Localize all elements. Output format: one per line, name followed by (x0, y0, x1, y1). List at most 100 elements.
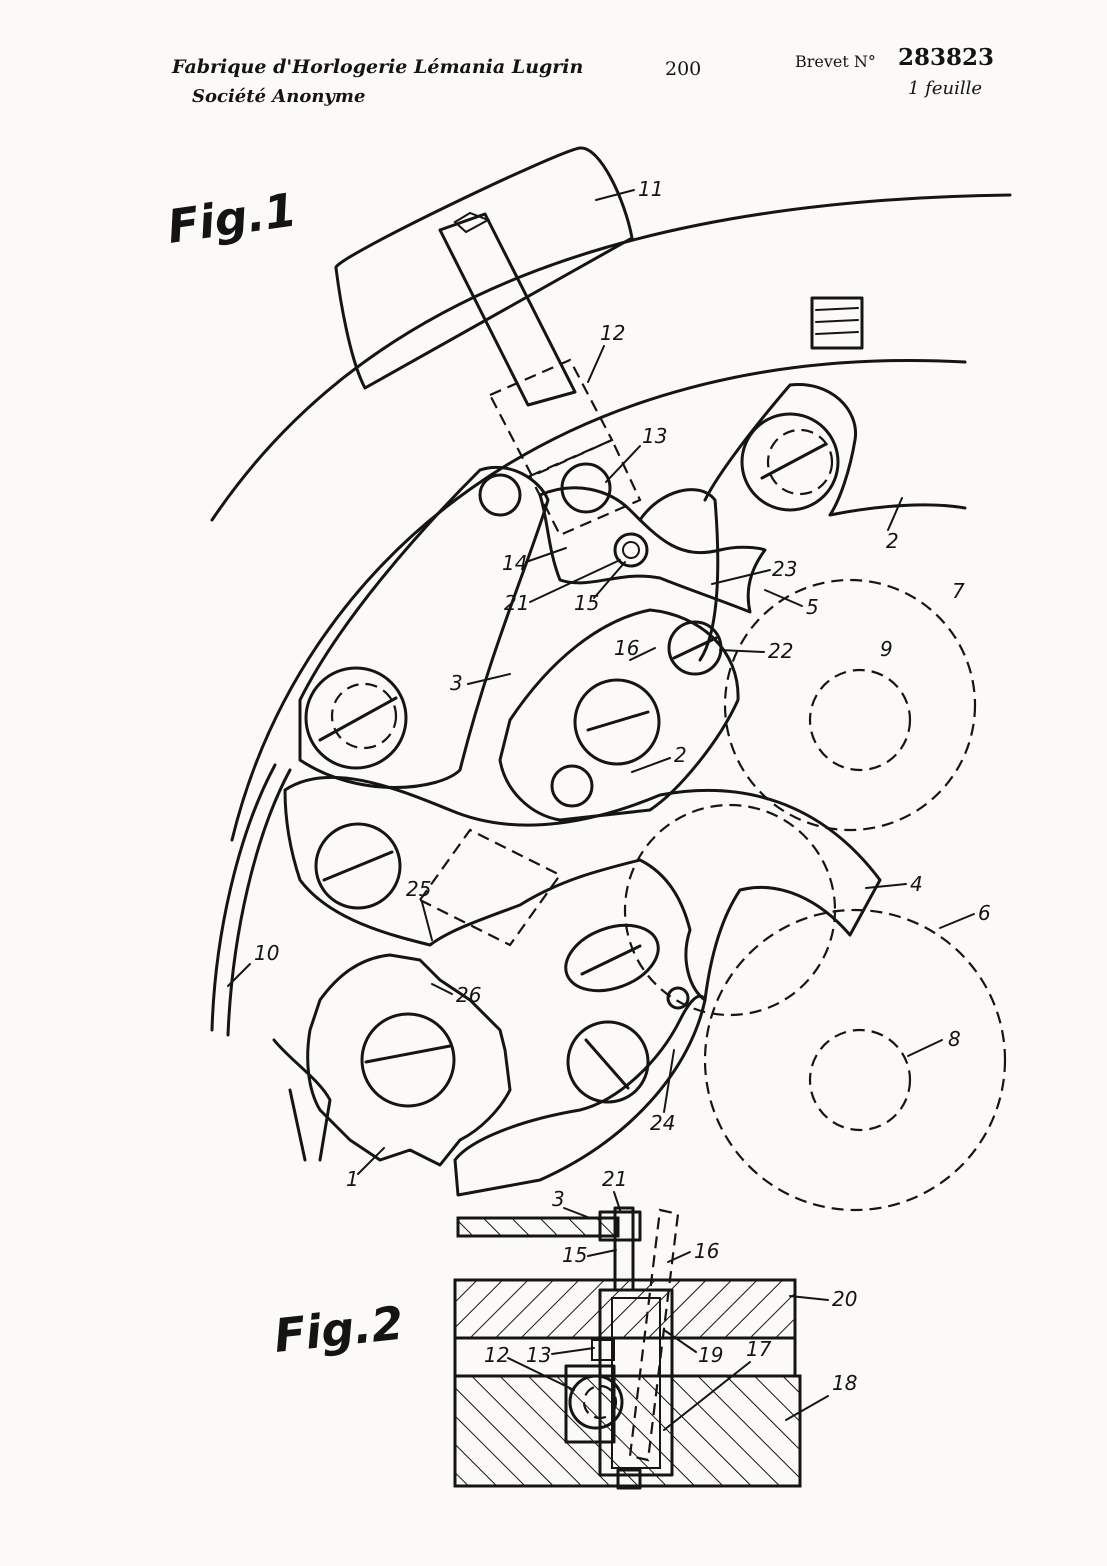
screw-24 (566, 1020, 650, 1104)
label-1: 1 (346, 1167, 359, 1191)
fig2-label-12: 12 (484, 1343, 509, 1367)
leader-23 (711, 569, 771, 585)
label-26: 26 (456, 983, 481, 1007)
spring-lower (272, 1038, 332, 1162)
sleeve-12-lower (528, 438, 642, 537)
leader-22 (719, 649, 765, 653)
screw-3 (304, 666, 408, 770)
case-band-10-inner (226, 768, 292, 1037)
case-inner-arc (230, 359, 967, 842)
company-subtitle: Société Anonyme (192, 86, 366, 107)
leader-15 (593, 561, 626, 599)
fig2-leader-16 (667, 1251, 691, 1263)
fig1-drawing: Fig.1 11 12 13 14 21 15 16 22 23 5 2 7 (164, 146, 1012, 1212)
leader-1 (357, 1147, 385, 1175)
screw-2 (573, 678, 661, 766)
oval-slot-line (580, 944, 642, 976)
label-24: 24 (650, 1111, 675, 1135)
label-4: 4 (910, 872, 923, 896)
fig2-label-21: 21 (602, 1167, 627, 1191)
company-name: Fabrique d'Horlogerie Lémania Lugrin (172, 56, 584, 78)
leader-11 (595, 189, 635, 201)
fig2-labels: 3 21 15 16 20 12 13 19 17 18 (484, 1167, 857, 1431)
leader-5 (764, 589, 803, 607)
label-11: 11 (638, 177, 663, 201)
pusher-rod-tip (453, 211, 491, 234)
pin-3 (478, 473, 522, 517)
sheet-count: 1 feuille (908, 78, 983, 99)
label-6: 6 (978, 901, 991, 925)
fig2-ball-12 (568, 1374, 624, 1430)
cam-14 (538, 486, 767, 614)
label-3: 3 (450, 671, 463, 695)
wheel-7-hub (808, 668, 912, 772)
fig2-label-15: 15 (562, 1243, 587, 1267)
fig2-leader-13 (551, 1347, 595, 1355)
label-14: 14 (502, 551, 527, 575)
fig2-label-13: 13 (526, 1343, 551, 1367)
pusher-11 (334, 146, 634, 390)
leader-13 (605, 445, 641, 483)
screw-3-inner (330, 682, 398, 750)
fig2-column-foot (616, 1468, 642, 1490)
screw-2-slot (586, 710, 650, 732)
leader-8 (907, 1039, 943, 1057)
fig1-label: Fig.1 (164, 182, 300, 254)
leader-24 (663, 1049, 675, 1113)
fig2-label-18: 18 (832, 1371, 857, 1395)
leader-26 (431, 983, 453, 995)
brevet-prefix: Brevet N° (795, 52, 876, 71)
stud (810, 296, 864, 350)
screw-22-slot (672, 636, 718, 660)
column-wheel-1 (306, 953, 512, 1167)
screw-3-slot (318, 696, 398, 742)
fig2-leader-12 (507, 1357, 575, 1391)
spring-5 (638, 488, 720, 662)
label-5: 5 (806, 595, 819, 619)
lever-3 (298, 465, 550, 789)
fig2-lever-3-end (598, 1210, 642, 1242)
page-number: 200 (665, 58, 702, 80)
leader-2b (631, 757, 671, 773)
pin-24 (666, 986, 690, 1010)
lever-4 (283, 775, 882, 1002)
label-8: 8 (948, 1027, 961, 1051)
pin-21 (613, 532, 649, 568)
leader-6 (939, 913, 975, 929)
screw-upper-right (740, 412, 840, 512)
leader-10 (227, 963, 251, 987)
stud-thread (815, 307, 859, 335)
screw-4-slot (322, 850, 394, 882)
fig2-ball-12-inner (582, 1384, 618, 1420)
fig1-labels: 11 12 13 14 21 15 16 22 23 5 2 7 9 3 (227, 177, 991, 1191)
label-10: 10 (254, 941, 279, 965)
lever-24 (453, 994, 707, 1197)
wheel-center (623, 803, 837, 1017)
screw-1 (360, 1012, 456, 1108)
fig2-leader-3 (563, 1207, 591, 1219)
fig2-leader-20 (789, 1295, 829, 1301)
leader-16 (629, 647, 656, 661)
screw-upper-right-inner (766, 428, 834, 496)
label-25: 25 (406, 877, 431, 901)
leader-4 (865, 883, 907, 889)
leader-25 (421, 901, 433, 941)
case-band-10 (210, 763, 277, 1032)
label-2a: 2 (886, 529, 899, 553)
patent-number: 283823 (898, 44, 995, 71)
label-9: 9 (880, 637, 893, 661)
bridge-2-middle (498, 608, 740, 822)
ball-13 (560, 462, 612, 514)
sleeve-12 (488, 358, 614, 478)
fig2-leader-21 (613, 1191, 621, 1211)
label-22: 22 (768, 639, 793, 663)
fig2-label-16: 16 (694, 1239, 719, 1263)
fig2-housing-12 (564, 1364, 616, 1444)
leader-2a (887, 497, 903, 531)
dashed-link (418, 828, 562, 947)
screw-4 (314, 822, 402, 910)
fig2-drawing: Fig.2 3 21 15 16 (272, 1167, 857, 1490)
oval-slot (564, 923, 660, 993)
fig2-lever-3 (456, 1216, 620, 1238)
